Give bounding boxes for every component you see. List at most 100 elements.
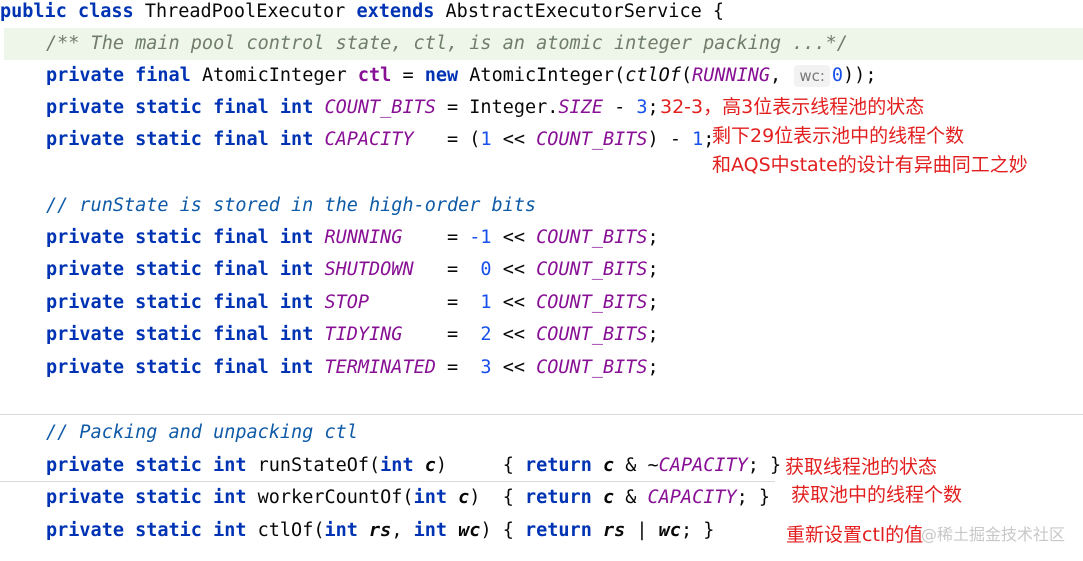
separator-line [0,414,1083,415]
parameter: c [602,455,615,476]
keyword: static [135,487,202,508]
constant-ref: CAPACITY [658,455,748,476]
keyword: int [279,129,314,150]
semicolon: ; [647,292,659,313]
keyword: int [279,97,314,118]
operator: = [447,324,459,345]
packing-comment-line: // Packing and unpacking ctl [46,417,358,449]
constant-ref: COUNT_BITS [536,259,648,280]
brace: ; } [680,520,715,541]
operator: = [447,227,459,248]
annotation-get-count: 获取池中的线程个数 [791,484,963,506]
paren: ) [469,487,481,508]
keyword: static [135,455,202,476]
semicolon: ; [647,357,659,378]
brace: { [502,520,514,541]
constant-name: RUNNING [324,227,403,248]
keyword: private [46,292,124,313]
operator: << [502,357,525,378]
annotation-aqs-note: 和AQS中state的设计有异曲同工之妙 [712,154,1028,176]
parameter: rs [369,520,392,541]
constant-ref: COUNT_BITS [536,324,648,345]
constant-name: TIDYING [324,324,403,345]
whitespace [447,455,503,476]
constant-name: STOP [324,292,370,313]
type-name: AtomicInteger [201,65,347,86]
operator: << [502,129,525,150]
keyword: extends [356,1,435,22]
semicolon: ; [647,259,659,280]
doc-comment-line: /** The main pool control state, ctl, is… [46,28,848,60]
runstateof-method-line: private static int runStateOf(int c) { r… [46,450,781,482]
keyword: static [135,357,202,378]
state-constant-line: private static final int TIDYING = 2 << … [46,319,659,351]
keyword: int [413,487,447,508]
keyword: return [525,520,592,541]
constant-ref: COUNT_BITS [536,292,648,313]
parent-class-name: AbstractExecutorService [445,1,702,22]
keyword: private [46,65,124,86]
operator: & [625,455,637,476]
parameter-hint: wc: [794,65,830,87]
constant-ref: COUNT_BITS [536,129,648,150]
parameter: rs [602,520,626,541]
annotation-low-bits: 剩下29位表示池中的线程个数 [712,125,965,147]
keyword: int [213,487,247,508]
keyword: int [279,357,314,378]
constant-name: COUNT_BITS [324,97,436,118]
ctlof-method-line: private static int ctlOf(int rs, int wc)… [46,515,714,547]
constant-ref: COUNT_BITS [536,357,648,378]
watermark: @稀土掘金技术社区 [920,525,1065,544]
keyword: private [46,259,124,280]
operator: << [502,259,525,280]
keyword: final [213,357,269,378]
separator-line [0,481,775,482]
keyword: final [213,292,269,313]
operator: = [447,357,459,378]
workercountof-method-line: private static int workerCountOf(int c) … [46,482,770,514]
operator: = [402,65,414,86]
semicolon: ; [647,227,659,248]
keyword: return [525,455,592,476]
semicolon: ; [703,129,715,150]
parameter: c [424,455,436,476]
keyword: int [213,520,247,541]
operator: << [502,324,525,345]
keyword: private [46,357,124,378]
operator: ~ [647,455,659,476]
constant-ref: CAPACITY [647,487,737,508]
operator: | [636,520,648,541]
brace: { [502,487,514,508]
class-declaration-line: public class ThreadPoolExecutor extends … [0,0,724,28]
state-constant-line: private static final int STOP = 1 << COU… [46,287,659,319]
state-constant-line: private static final int RUNNING = -1 <<… [46,222,659,254]
keyword: return [524,487,592,508]
number-literal: 1 [692,129,704,150]
keyword: private [46,520,124,541]
operator: - [669,129,681,150]
keyword: static [135,292,202,313]
paren: ( [469,129,481,150]
count-bits-line: private static final int COUNT_BITS = In… [46,92,659,124]
brace: ; } [736,487,771,508]
keyword: int [380,455,414,476]
keyword: private [46,455,124,476]
paren: ) [480,520,492,541]
constant-name: CAPACITY [324,129,414,150]
paren: ) [647,129,659,150]
keyword: final [135,65,191,86]
keyword: final [213,97,269,118]
number-literal: -1 [469,227,492,248]
runstate-comment-line: // runState is stored in the high-order … [46,190,536,222]
semicolon: ; [647,324,659,345]
operator: << [502,292,525,313]
operator: & [625,487,637,508]
keyword: final [213,227,269,248]
doc-comment: /** The main pool control state, ctl, is… [46,33,848,54]
keyword: int [279,259,314,280]
operator: << [502,227,525,248]
method-name: ctlOf( [257,520,325,541]
keyword: int [279,292,314,313]
class-name: ThreadPoolExecutor [144,1,346,22]
keyword: static [135,97,202,118]
